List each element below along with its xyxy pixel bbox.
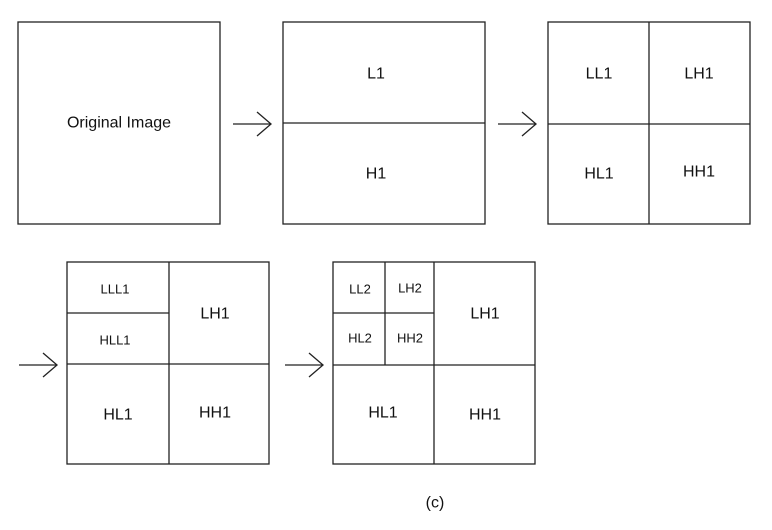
hll1-label: HLL1: [99, 333, 130, 348]
h1-label: H1: [366, 166, 387, 183]
hh1-label: HH1: [469, 407, 501, 424]
arrow-icon: [285, 352, 324, 378]
hl1-label: HL1: [368, 405, 397, 422]
arrow-icon: [19, 352, 58, 378]
figure-caption: (c): [426, 495, 445, 512]
hh2-label: HH2: [397, 331, 423, 346]
lh1-label: LH1: [200, 306, 229, 323]
hl2-label: HL2: [348, 331, 372, 346]
lll1-label: LLL1: [101, 282, 130, 297]
arrow-icon: [498, 111, 537, 137]
lh1-label: LH1: [684, 66, 713, 83]
lh2-label: LH2: [398, 281, 422, 296]
level2-partial-box: [66, 261, 270, 465]
hl1-label: HL1: [103, 407, 132, 424]
original-image-label: Original Image: [67, 115, 171, 132]
hh1-label: HH1: [199, 405, 231, 422]
lh1-label: LH1: [470, 306, 499, 323]
ll2-label: LL2: [349, 282, 371, 297]
hl1-label: HL1: [584, 166, 613, 183]
original-image-box: [17, 21, 221, 225]
ll1-label: LL1: [586, 66, 613, 83]
arrow-icon: [233, 111, 272, 137]
hh1-label: HH1: [683, 164, 715, 181]
l1-label: L1: [367, 66, 385, 83]
